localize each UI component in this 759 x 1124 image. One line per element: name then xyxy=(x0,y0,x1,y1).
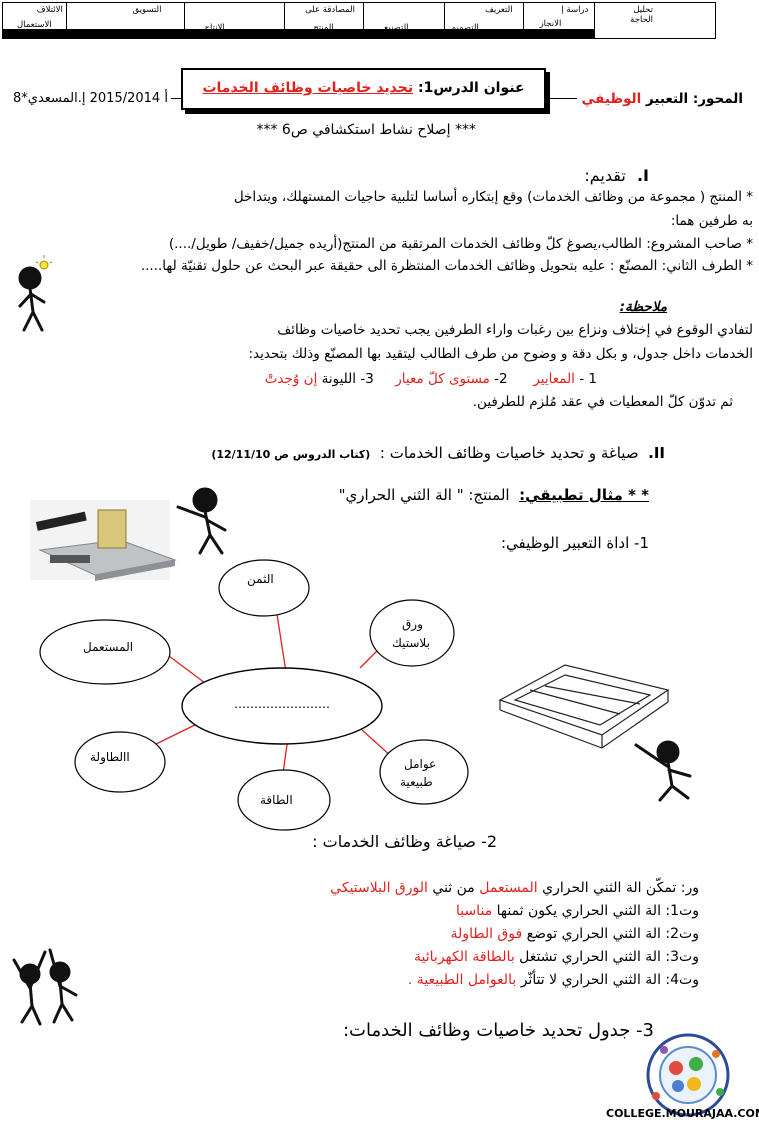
section-2-heading: II. صياغة و تحديد خاصيات وظائف الخدمات :… xyxy=(211,444,665,462)
function-line: وت1: الة الثني الحراري يكون ثمنها مناسبا xyxy=(455,903,699,919)
note-title: ملاحظة: xyxy=(619,299,667,315)
note-line-2: الخدمات داخل جدول، و بكل دقة و وضوح من ط… xyxy=(248,346,753,362)
function-line: وت3: الة الثني الحراري تشتغل بالطاقة الك… xyxy=(414,949,699,965)
table-title: 3- جدول تحديد خاصيات وظائف الخدمات: xyxy=(342,1020,654,1041)
node-energy-label: الطاقة xyxy=(260,793,293,807)
node-price-label: الثمن xyxy=(247,572,274,586)
teacher-info: 8*أ 2015/2014 إ.المسعدي xyxy=(10,91,171,106)
node-paper-label: ورق xyxy=(402,617,423,631)
node-price xyxy=(218,559,310,617)
node-factors-label-2: طبيعية xyxy=(400,775,433,789)
functions-title: 2- صياغة وظائف الخدمات : xyxy=(312,832,497,851)
tool-title: 1- اداة التعبير الوظيفي: xyxy=(500,534,649,552)
stick-figure-thinking xyxy=(18,266,46,332)
node-paper xyxy=(369,599,455,667)
node-user-label: المستعمل xyxy=(83,640,134,654)
function-line: وت2: الة الثني الحراري توضع فوق الطاولة xyxy=(450,926,699,942)
function-line: وت4: الة الثني الحراري لا تتأثّر بالعوام… xyxy=(407,972,699,988)
stick-figure-pointing xyxy=(176,487,227,555)
node-factors xyxy=(379,739,469,805)
site-logo xyxy=(646,1033,730,1117)
folding-machine-sketch xyxy=(498,664,670,749)
intro-line-3: * صاحب المشروع: الطالب،يصوغ كلّ وظائف ال… xyxy=(168,236,753,252)
node-plastic-label: بلاستيك xyxy=(392,636,430,650)
site-url: COLLEGE.MOURAJAA.COM xyxy=(606,1107,759,1120)
lesson-title-box: عنوان الدرس1: تحديد خاصيات وظائف الخدمات xyxy=(181,68,546,110)
center-dots: …………………… xyxy=(234,697,330,711)
pieuvre-diagram xyxy=(39,559,469,831)
node-table-label: االطاولة xyxy=(90,750,130,764)
stick-figure-pointing-right xyxy=(634,740,692,802)
stage-cell: الانتاج xyxy=(184,3,286,38)
axis-label: المحور: التعبير الوظيفي xyxy=(577,91,747,107)
intro-line-1: * المنتج ( مجموعة من وظائف الخدمات) وقع … xyxy=(233,189,753,205)
folding-machine-photo xyxy=(30,500,177,581)
lightbulb-icon xyxy=(35,255,53,270)
section-1-heading: I. تقديم: xyxy=(584,166,649,185)
stage-cell: التسويق xyxy=(66,3,185,38)
note-line-3: ثم تدوّن كلّ المعطيات في عقد مُلزم للطرف… xyxy=(472,394,733,410)
stage-cell: التصنيع xyxy=(364,3,445,38)
criteria-line: 1 - المعايير 2- مستوى كلّ معيار 3- الليو… xyxy=(264,371,597,387)
stick-figures-cheering xyxy=(12,948,78,1026)
node-factors-label-1: عوامل xyxy=(404,757,437,771)
example-line: * * مثال تطبيقي: المنتج: " الة الثني الح… xyxy=(338,486,649,504)
intro-line-4: * الطرف الثاني: المصنّع : عليه بتحويل وظ… xyxy=(140,258,753,274)
note-line-1: لتفادي الوقوع في إختلاف ونزاع بين رغبات … xyxy=(277,322,753,338)
intro-line-2: به طرفين هما: xyxy=(670,213,753,229)
activity-line: *** إصلاح نشاط استكشافي ص6 *** xyxy=(256,122,476,138)
stage-cell: تحليل الحاجة xyxy=(630,5,654,25)
function-line: ور: تمكّن الة الثني الحراري المستعمل من … xyxy=(330,880,699,896)
